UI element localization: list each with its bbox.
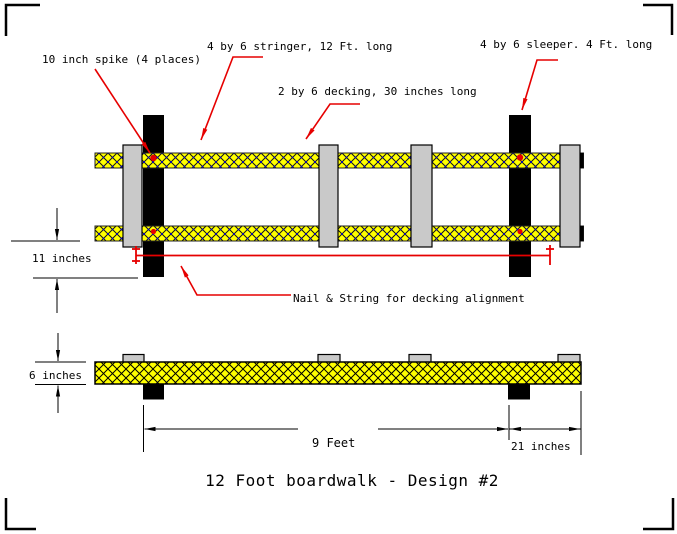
label-spike: 10 inch spike (4 places)	[42, 53, 201, 66]
label-nail-string: Nail & String for decking alignment	[293, 292, 525, 305]
dim-6-inches	[35, 333, 86, 413]
corner-mark-bottom-left	[4, 498, 36, 531]
leader-stringer	[200, 56, 263, 141]
corner-mark-top-left	[4, 3, 40, 36]
sleeper-right-plan	[509, 115, 531, 277]
label-decking: 2 by 6 decking, 30 inches long	[278, 85, 477, 98]
leader-spike	[94, 68, 151, 154]
string-assembly	[132, 245, 554, 265]
spike-dot-1	[150, 154, 157, 162]
decking-board-4	[559, 144, 581, 248]
dim-21-label: 21 inches	[511, 440, 571, 453]
leader-decking	[305, 103, 360, 140]
drawing-title: 12 Foot boardwalk - Design #2	[205, 471, 499, 490]
side-sleeper-left	[143, 384, 164, 400]
side-stringer	[94, 361, 582, 385]
leader-nail-string	[180, 265, 291, 296]
spike-dot-2	[150, 228, 157, 235]
dim-11-label: 11 inches	[32, 252, 92, 265]
stringer-lower-plan	[94, 225, 584, 242]
side-sleeper-right	[508, 384, 530, 400]
decking-board-3	[410, 144, 433, 248]
label-stringer: 4 by 6 stringer, 12 Ft. long	[207, 40, 392, 53]
stringer-upper-plan	[94, 152, 584, 169]
label-sleeper: 4 by 6 sleeper. 4 Ft. long	[480, 38, 652, 51]
corner-mark-bottom-right	[643, 498, 675, 531]
corner-mark-top-right	[643, 3, 674, 35]
dim-6-label: 6 inches	[29, 369, 82, 382]
dim-9ft-label: 9 Feet	[312, 436, 355, 450]
decking-board-2	[318, 144, 339, 248]
spike-dot-4	[517, 228, 523, 235]
dim-11-inches	[11, 208, 138, 313]
spike-dot-3	[516, 154, 524, 161]
decking-board-1	[122, 144, 143, 248]
leader-sleeper	[521, 59, 558, 111]
stringer-end-stub-lower	[580, 226, 584, 241]
dim-bottom	[143, 391, 582, 455]
sleeper-left-plan	[143, 115, 164, 277]
leader-lines	[94, 56, 558, 296]
stringer-end-stub-upper	[580, 153, 584, 168]
